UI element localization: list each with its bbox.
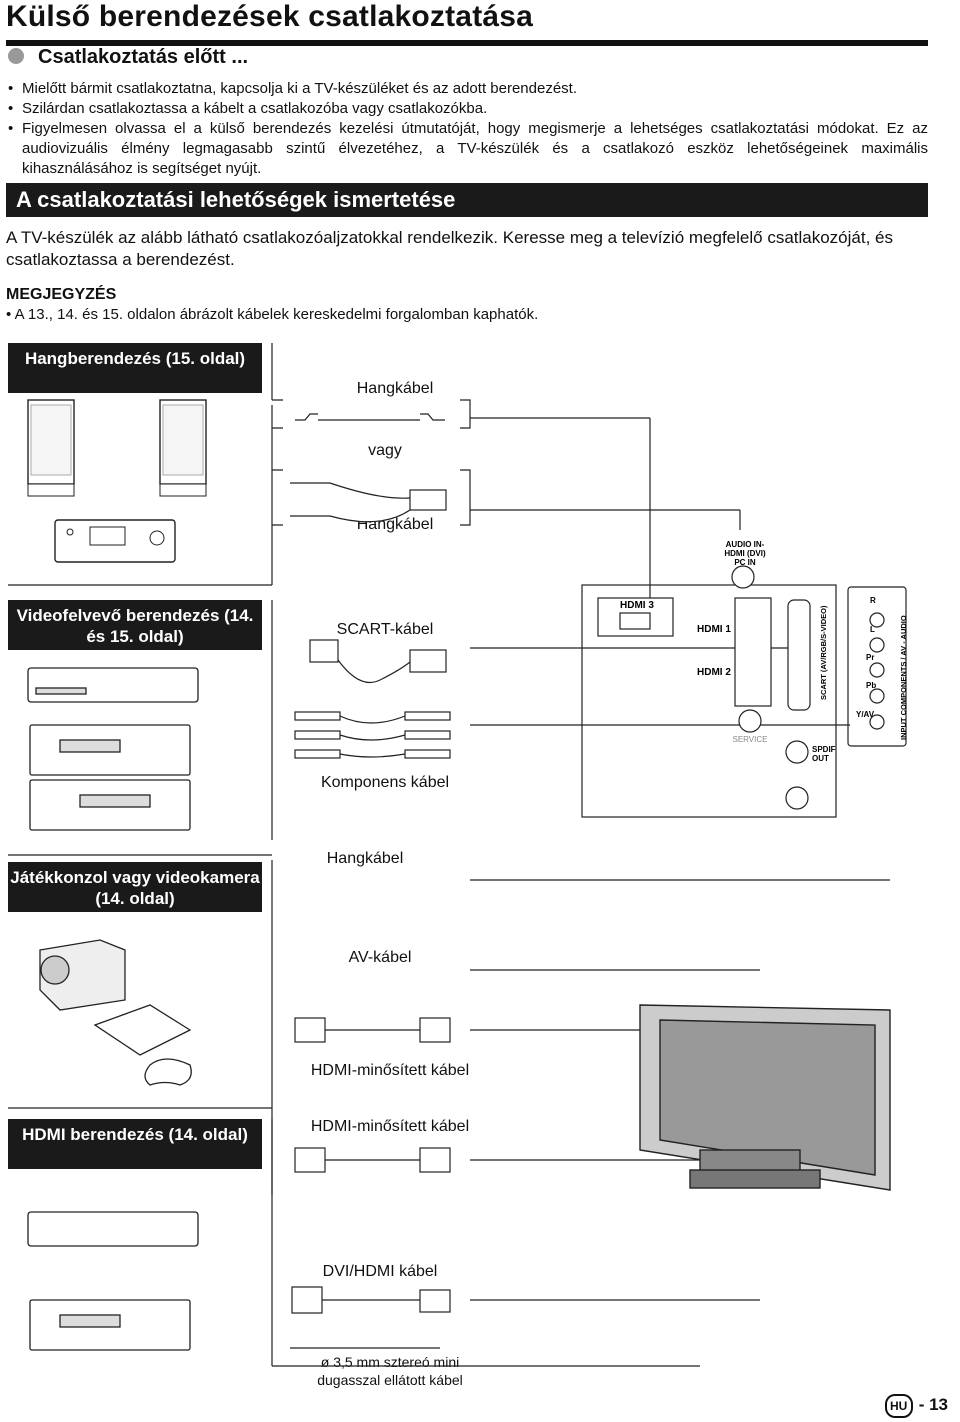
note-heading: MEGJEGYZÉS	[6, 286, 117, 303]
section-heading: A csatlakoztatási lehetőségek ismertetés…	[6, 183, 928, 217]
label-recorder: Videofelvevő berendezés (14. és 15. olda…	[8, 600, 262, 650]
game-console-icon	[93, 1004, 192, 1086]
bullet-list: Mielőtt bármit csatlakoztatna, kapcsolja…	[8, 79, 928, 179]
panel-yav: Y/AV	[856, 710, 875, 719]
recorder-icon	[27, 667, 199, 831]
language-badge: HU	[884, 1394, 913, 1418]
cable-connectors	[290, 413, 451, 1349]
cable-label-av: AV-kábel	[348, 949, 412, 966]
bullet-item: Figyelmesen olvassa el a külső berendezé…	[8, 119, 928, 179]
panel-scart: SCART (AV/RGB/S-VIDEO)	[819, 605, 828, 700]
panel-audio-in: AUDIO IN-	[726, 540, 765, 549]
cable-label-hdmi-1: HDMI-minősített kábel	[310, 1062, 470, 1079]
bullet-dot-icon	[8, 48, 24, 64]
panel-r: R	[870, 596, 876, 605]
panel-hdmi2: HDMI 2	[697, 667, 731, 678]
amplifier-icon	[54, 519, 176, 563]
cable-label-component: Komponens kábel	[320, 774, 450, 791]
panel-spdif: SPDIF	[812, 745, 836, 754]
panel-audio-in-2: HDMI (DVI)	[724, 549, 766, 558]
panel-hdmi3: HDMI 3	[620, 600, 654, 611]
hdmi-device-icon	[27, 1211, 199, 1351]
panel-input-components: INPUT COMPONENTS / AV - AUDIO	[899, 615, 908, 740]
cable-label-hdmi-2: HDMI-minősített kábel	[310, 1118, 470, 1135]
section-title: Csatlakoztatás előtt ...	[8, 46, 248, 69]
panel-l: L	[870, 625, 875, 634]
page-title: Külső berendezések csatlakoztatása	[6, 0, 534, 33]
page-footer: HU- 13	[884, 1394, 948, 1418]
panel-service: SERVICE	[733, 735, 768, 744]
label-console: Játékkonzol vagy videokamera (14. oldal)	[8, 862, 262, 912]
panel-spdif-2: OUT	[812, 754, 829, 763]
intro-text: A TV-készülék az alább látható csatlakoz…	[6, 228, 893, 269]
cable-label-scart: SCART-kábel	[336, 621, 434, 638]
panel-pr: Pr	[866, 653, 874, 662]
cable-label-dvi-hdmi: DVI/HDMI kábel	[322, 1263, 438, 1280]
note-text: • A 13., 14. és 15. oldalon ábrázolt káb…	[6, 306, 539, 323]
cable-label-audio-3: Hangkábel	[326, 850, 404, 867]
port-icons	[597, 565, 885, 810]
tv-icon	[639, 1004, 891, 1191]
panel-pb: Pb	[866, 681, 876, 690]
title-rule	[6, 40, 928, 46]
panel-audio-in-3: PC IN	[734, 558, 756, 567]
camcorder-icon	[39, 939, 126, 1011]
bullet-item: Mielőtt bármit csatlakoztatna, kapcsolja…	[8, 79, 928, 99]
panel-hdmi1: HDMI 1	[697, 624, 731, 635]
cable-label-audio-1: Hangkábel	[356, 380, 434, 397]
section-title-text: Csatlakoztatás előtt ...	[38, 46, 249, 68]
bullet-item: Szilárdan csatlakoztassa a kábelt a csat…	[8, 99, 928, 119]
label-hdmi-device: HDMI berendezés (14. oldal)	[8, 1119, 262, 1169]
page-number: 13	[929, 1395, 948, 1414]
speaker-icon	[27, 399, 207, 497]
cable-label-or: vagy	[368, 442, 402, 459]
label-audio-device: Hangberendezés (15. oldal)	[8, 343, 262, 393]
